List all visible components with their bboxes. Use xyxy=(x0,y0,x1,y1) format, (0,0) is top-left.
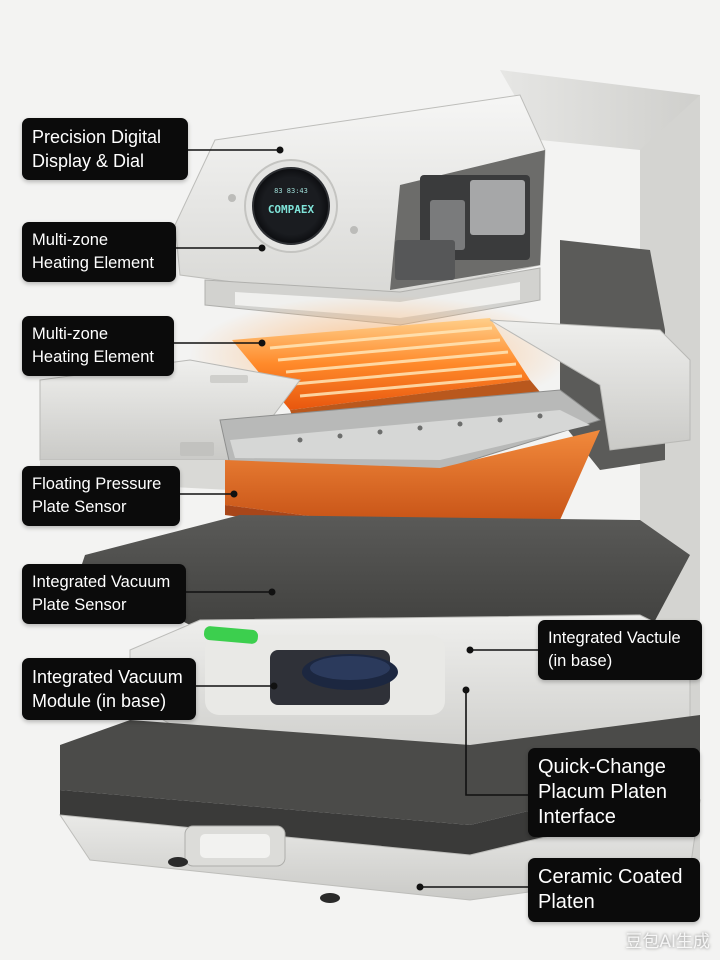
upper-head xyxy=(174,94,546,326)
callout-ceramic-platen: Ceramic Coated Platen xyxy=(528,858,700,922)
display-readout-main: COMPAEX xyxy=(268,203,315,216)
callout-vacuum-plate: Integrated Vacuum Plate Sensor xyxy=(22,564,186,624)
leader-dots xyxy=(230,146,474,891)
display-readout-top: 83 83:43 xyxy=(274,187,308,195)
callout-display-dial: Precision Digital Display & Dial xyxy=(22,118,188,180)
callout-heating-element-1: Multi-zone Heating Element xyxy=(22,222,176,282)
callout-heating-element-2: Multi-zone Heating Element xyxy=(22,316,174,376)
display-dial xyxy=(228,159,358,253)
callout-floating-pressure: Floating Pressure Plate Sensor xyxy=(22,466,180,526)
watermark: 豆包AI生成 xyxy=(625,932,710,952)
pressure-frame xyxy=(219,389,602,471)
callout-vacuum-module: Integrated Vacuum Module (in base) xyxy=(22,658,196,720)
callout-vactule: Integrated Vactule (in base) xyxy=(538,620,702,680)
callout-quick-change: Quick-Change Placum Platen Interface xyxy=(528,748,700,837)
